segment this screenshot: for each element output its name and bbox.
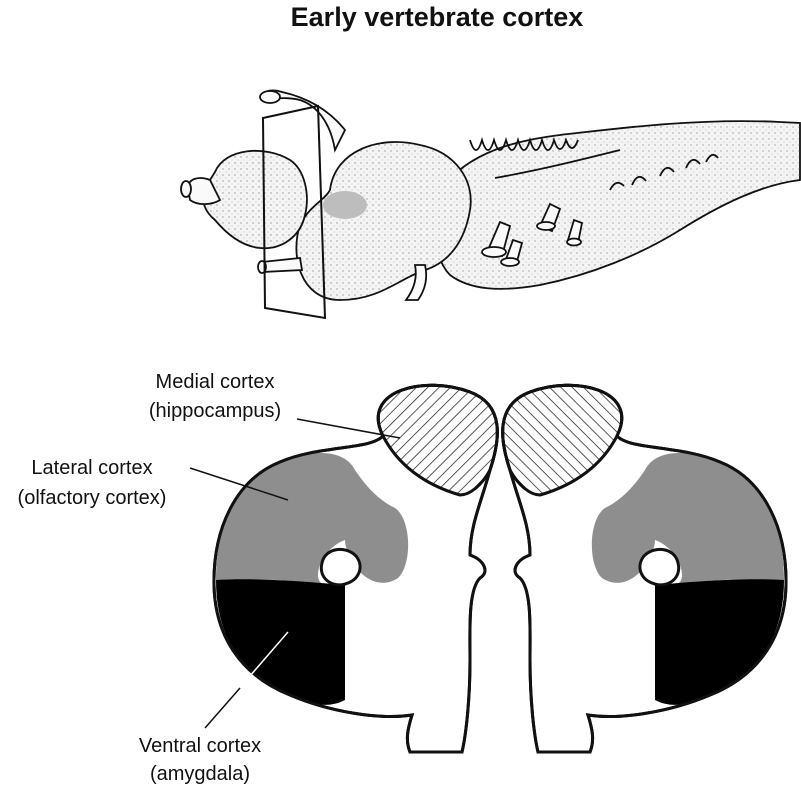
cortex-cross-section: [212, 383, 788, 754]
lateral-leader-line: [189, 467, 289, 501]
brain-illustration: [180, 89, 801, 320]
optic-nerve: [261, 257, 304, 273]
medial-label-line2: (hippocampus): [149, 400, 281, 422]
lateral-cortex-label: Lateral cortex (olfactory cortex): [18, 457, 289, 509]
cranial-nerves: [481, 153, 719, 267]
right-ventricle: [638, 547, 681, 587]
olfactory-bulb: [187, 177, 222, 206]
right-lateral-cortex: [591, 452, 784, 584]
left-hemisphere: [212, 383, 499, 754]
lateral-label-line2: (olfactory cortex): [18, 487, 167, 509]
diagram-title: Early vertebrate cortex: [291, 2, 584, 32]
medial-label-line1: Medial cortex: [156, 371, 275, 393]
left-ventral-cortex: [216, 579, 345, 705]
lateral-label-line1: Lateral cortex: [31, 457, 152, 479]
ventral-label-line2: (amygdala): [150, 763, 250, 785]
left-lateral-cortex: [216, 452, 409, 584]
shaded-region: [323, 191, 367, 219]
cerebellum-folds: [469, 136, 579, 151]
medial-cortex-label: Medial cortex (hippocampus): [149, 371, 401, 439]
ventral-label-line1: Ventral cortex: [139, 735, 261, 757]
left-ventricle: [319, 547, 362, 587]
right-ventral-cortex: [655, 579, 784, 705]
right-hemisphere: [501, 383, 788, 754]
ventral-cortex-label: Ventral cortex (amygdala): [139, 631, 289, 785]
medial-leader-line: [296, 418, 401, 439]
